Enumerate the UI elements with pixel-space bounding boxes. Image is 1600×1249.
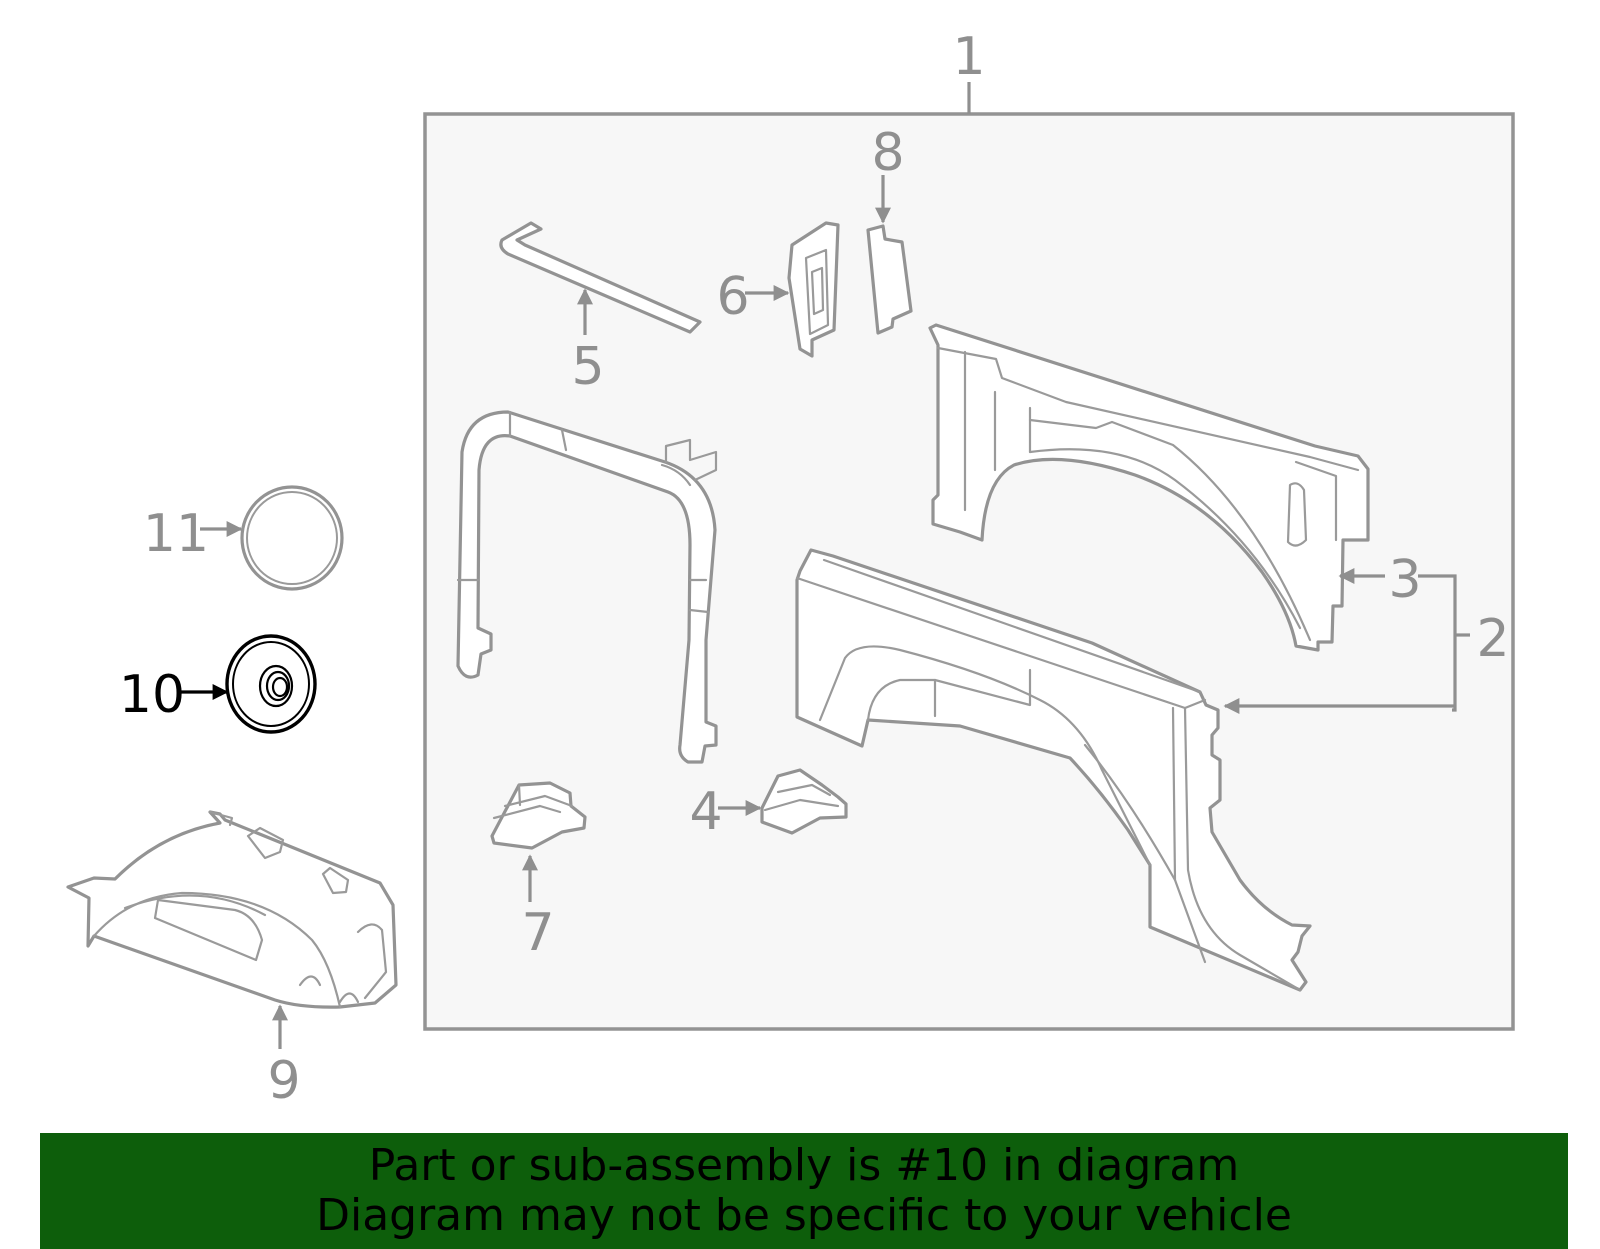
frame-seal-tube: [456, 410, 718, 764]
banner-line-1: Part or sub-assembly is #10 in diagram: [368, 1140, 1240, 1191]
callout-8[interactable]: 8: [871, 123, 904, 183]
part-5-drip-rail[interactable]: [499, 221, 702, 334]
part-3-inner-quarter-panel[interactable]: [928, 323, 1370, 652]
part-2-outer-quarter-panel[interactable]: [795, 548, 1312, 992]
banner-line-2: Diagram may not be specific to your vehi…: [316, 1190, 1292, 1241]
callout-5[interactable]: 5: [571, 337, 604, 397]
assembly-box: [423, 112, 1515, 1031]
callout-11[interactable]: 11: [143, 504, 209, 564]
callout-9[interactable]: 9: [267, 1051, 300, 1111]
callout-7[interactable]: 7: [521, 903, 554, 963]
part-11-plug[interactable]: [240, 485, 344, 591]
callout-3[interactable]: 3: [1388, 550, 1421, 610]
part-6-bracket[interactable]: [787, 221, 840, 358]
part-8-panel[interactable]: [866, 224, 913, 335]
part-4-bracket[interactable]: [760, 768, 848, 835]
callout-10[interactable]: 10: [119, 665, 185, 725]
notice-banner: Part or sub-assembly is #10 in diagram D…: [40, 1133, 1568, 1249]
part-9-wheelhouse-liner[interactable]: [66, 810, 398, 1009]
callout-1[interactable]: 1: [952, 27, 985, 87]
callout-6[interactable]: 6: [716, 267, 749, 327]
part-10-grommet[interactable]: [225, 634, 317, 734]
callout-4[interactable]: 4: [689, 782, 722, 842]
callout-2[interactable]: 2: [1476, 609, 1509, 669]
part-7-bracket[interactable]: [490, 781, 587, 850]
